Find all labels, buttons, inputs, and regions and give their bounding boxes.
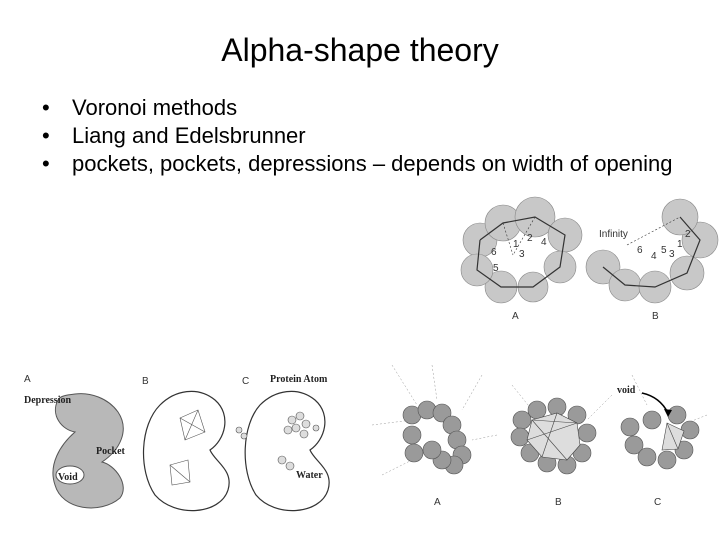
pocket-label: Pocket [96, 446, 126, 457]
svg-text:2: 2 [527, 233, 533, 244]
panel-b-shape [142, 390, 230, 512]
panel-c-label: C [654, 497, 661, 508]
alpha-complex-figure: A B void C [372, 365, 712, 515]
panel-a-label: A [434, 497, 441, 508]
panel-a-numbers: 1 2 3 4 5 6 [491, 233, 547, 274]
svg-text:3: 3 [669, 249, 675, 260]
water-label: Water [296, 470, 323, 481]
svg-text:5: 5 [661, 245, 667, 256]
panel-c-atoms [235, 411, 320, 471]
panel-c-atoms [620, 405, 700, 470]
bullet-text: pockets, pockets, depressions – depends … [72, 151, 673, 176]
svg-text:4: 4 [541, 237, 547, 248]
panel-c-shape [244, 390, 330, 512]
void-arrow-head [664, 409, 672, 417]
pocket-void-diagram: A Depression Pocket Void B C Protein Ato… [24, 374, 330, 512]
svg-text:1: 1 [677, 239, 683, 250]
panel-c-label: C [242, 376, 249, 387]
slide-title: Alpha-shape theory [221, 32, 499, 68]
pocket-void-figure: A Depression Pocket Void B C Protein Ato… [20, 370, 365, 520]
bullet-dot: • [42, 95, 50, 120]
bullet-item: • pockets, pockets, depressions – depends… [42, 150, 702, 178]
bullet-dot: • [42, 123, 50, 148]
svg-text:1: 1 [513, 239, 519, 250]
svg-text:6: 6 [637, 245, 643, 256]
svg-text:2: 2 [685, 229, 691, 240]
panel-a-label: A [512, 311, 519, 322]
panel-b-label: B [555, 497, 562, 508]
alpha-shape-figure-top: 1 2 3 4 5 6 A Infinity 1 2 3 4 5 6 B [455, 195, 720, 325]
void-label: void [617, 385, 636, 396]
depression-label: Depression [24, 395, 71, 406]
panel-b-triangles [169, 409, 206, 486]
void-label: Void [58, 472, 78, 483]
panel-b-mesh [526, 412, 581, 461]
svg-text:4: 4 [651, 251, 657, 262]
bullet-text: Liang and Edelsbrunner [72, 123, 306, 148]
infinity-label: Infinity [599, 229, 628, 240]
bullet-list: • Voronoi methods • Liang and Edelsbrunner… [42, 94, 702, 178]
void-arrow [641, 392, 669, 414]
svg-text:3: 3 [519, 249, 525, 260]
alpha-shape-diagram: 1 2 3 4 5 6 A Infinity 1 2 3 4 5 6 B [460, 196, 719, 322]
svg-text:5: 5 [493, 263, 499, 274]
panel-c-mesh [661, 422, 685, 451]
panel-a-label: A [24, 374, 31, 385]
bullet-dot: • [42, 151, 50, 176]
bullet-item: • Voronoi methods [42, 94, 702, 122]
alpha-complex-diagram: A B void C [372, 365, 708, 508]
panel-a-atoms [402, 400, 472, 475]
panel-b-edges [602, 216, 701, 288]
bullet-item: • Liang and Edelsbrunner [42, 122, 702, 150]
panel-b-circles [585, 198, 719, 304]
svg-text:6: 6 [491, 247, 497, 258]
panel-b-label: B [652, 311, 659, 322]
panel-a-edges [476, 216, 566, 288]
bullet-text: Voronoi methods [72, 95, 238, 120]
void-hole [55, 465, 85, 485]
panel-b-numbers: 1 2 3 4 5 6 [637, 229, 691, 262]
panel-b-label: B [142, 376, 149, 387]
protein-atom-label: Protein Atom [270, 374, 328, 385]
